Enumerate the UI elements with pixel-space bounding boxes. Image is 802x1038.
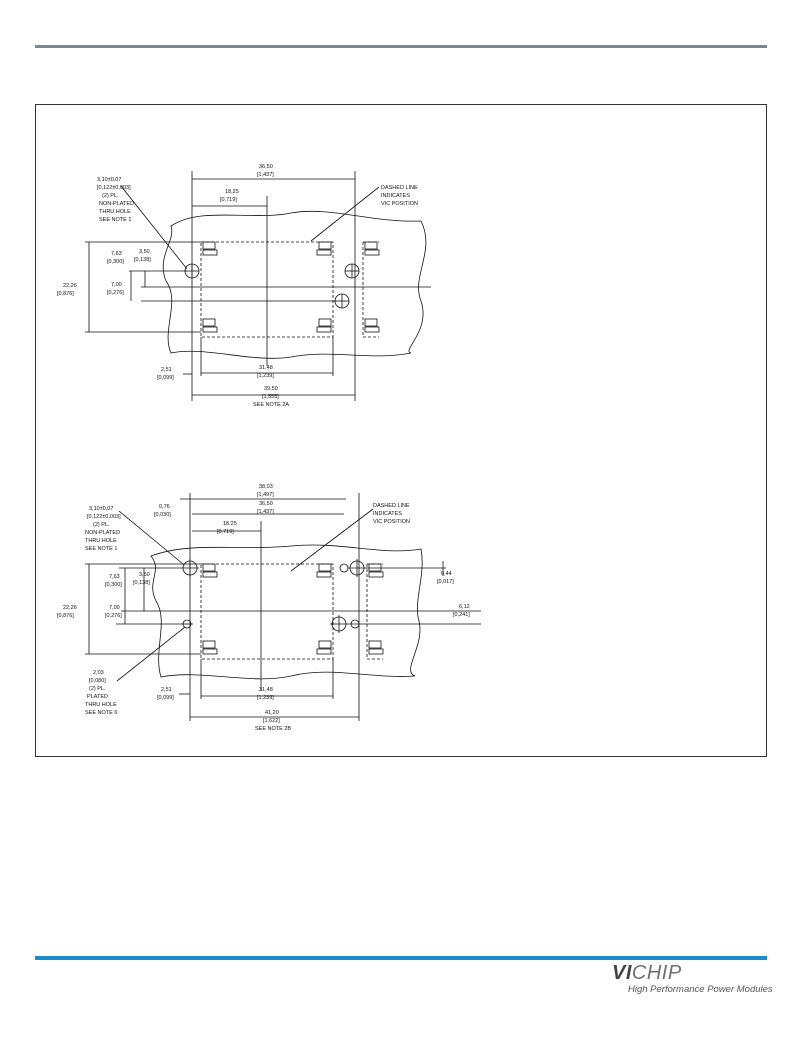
dim-label: [0,099] <box>157 375 174 381</box>
dim-label: [0,030] <box>154 512 171 518</box>
pcb-outline-top <box>162 210 427 359</box>
dim-label: 22,26 <box>63 283 77 289</box>
callout-label: DASHED LINE <box>381 185 418 191</box>
dim-label: 31,48 <box>259 687 273 693</box>
dim-label: [1,555] <box>262 394 279 400</box>
hole-type2-label: THRU HOLE <box>85 538 117 544</box>
dim-label: [0,138] <box>134 257 151 263</box>
hole-note-label: SEE NOTE 1 <box>99 217 131 223</box>
dim-label: [0,099] <box>157 695 174 701</box>
dim-label: 7,00 <box>111 282 122 288</box>
dim-label: [0,300] <box>107 259 124 265</box>
logo-bold: VI <box>612 962 632 984</box>
dim-label: [0,876] <box>57 291 74 297</box>
dim-label: [0,241] <box>453 612 470 618</box>
hole-dia-in-label: [0,122±0,003] <box>97 185 131 191</box>
hole-dia-in-label: [0,122±0,003] <box>87 514 121 520</box>
dim-label: 6,12 <box>459 604 470 610</box>
dim-label: [0,138] <box>133 580 150 586</box>
hole-dia-label: 3,10±0,07 <box>97 177 121 183</box>
dim-label: 36,50 <box>259 164 273 170</box>
hole-type-label: NON-PLATED <box>85 530 120 536</box>
dim-label: SEE NOTE 2A <box>253 402 289 408</box>
callout-label: INDICATES <box>381 193 410 199</box>
hole-note-label: SEE NOTE 1 <box>85 546 117 552</box>
dim-label: [0,719] <box>217 529 234 535</box>
callout-label: VIC POSITION <box>373 519 410 525</box>
dim-label: [1,437] <box>257 509 274 515</box>
plated-qty-label: (2) PL. <box>89 686 106 692</box>
dim-label: 0,76 <box>159 504 170 510</box>
logo-rest: CHIP <box>631 962 682 984</box>
bottom-drawing <box>85 493 481 721</box>
callout-label: DASHED LINE <box>373 503 410 509</box>
dim-label: 18,25 <box>223 521 237 527</box>
dim-label: [1,239] <box>257 695 274 701</box>
mechanical-drawing: 3,10±0,07 [0,122±0,003] (2) PL. NON-PLAT… <box>57 164 481 732</box>
dim-label: 41,20 <box>265 710 279 716</box>
dim-label: [0,876] <box>57 613 74 619</box>
hole-qty-label: (2) PL. <box>93 522 110 528</box>
dim-label: SEE NOTE 2B <box>255 726 291 732</box>
header-rule <box>35 45 767 48</box>
dim-label: [0,276] <box>105 613 122 619</box>
dim-label: 7,00 <box>109 605 120 611</box>
dim-label: [1,437] <box>257 172 274 178</box>
dim-label: 22,26 <box>63 605 77 611</box>
hole-type-label: NON-PLATED <box>99 201 134 207</box>
pcb-outline-bottom <box>150 544 423 680</box>
dim-label: [1,622] <box>263 718 280 724</box>
plated-type-label: PLATED <box>87 694 108 700</box>
footer-rule <box>35 956 767 960</box>
dim-label: 36,50 <box>259 501 273 507</box>
dim-label: 18,25 <box>225 189 239 195</box>
dim-label: [0,017] <box>437 579 454 585</box>
callout-label: INDICATES <box>373 511 402 517</box>
plated-note-label: SEE NOTE 6 <box>85 710 117 716</box>
hole-dia-label: 3,10±0,07 <box>89 506 113 512</box>
dim-label: 2,51 <box>161 367 172 373</box>
logo-tagline: High Performance Power Modules <box>628 984 773 995</box>
dim-label: 3,50 <box>139 572 150 578</box>
plated-hole <box>339 563 349 573</box>
dim-label: 39,50 <box>264 386 278 392</box>
vichip-logo: VICHIP <box>612 962 682 985</box>
drawing-frame: 3,10±0,07 [0,122±0,003] (2) PL. NON-PLAT… <box>35 104 767 757</box>
dim-label: 38,03 <box>259 484 273 490</box>
dim-label: 7,63 <box>109 574 120 580</box>
dim-label: [0,719] <box>220 197 237 203</box>
dim-label: 3,50 <box>139 249 150 255</box>
dim-label: [0,276] <box>107 290 124 296</box>
hole-type2-label: THRU HOLE <box>99 209 131 215</box>
dim-label: 7,63 <box>111 251 122 257</box>
hole-qty-label: (2) PL. <box>102 193 119 199</box>
vic-outline-bottom <box>200 563 334 660</box>
plated-dia-label: 2,03 <box>93 670 104 676</box>
dim-label: [1,497] <box>257 492 274 498</box>
dim-label: 31,48 <box>259 365 273 371</box>
dim-label: 2,51 <box>161 687 172 693</box>
dim-label: [1,239] <box>257 373 274 379</box>
callout-label: VIC POSITION <box>381 201 418 207</box>
plated-dia-in-label: [0,080] <box>89 678 106 684</box>
dim-label: [0,300] <box>105 582 122 588</box>
top-drawing <box>85 171 431 401</box>
plated-type2-label: THRU HOLE <box>85 702 117 708</box>
dim-label: 0,44 <box>441 571 452 577</box>
